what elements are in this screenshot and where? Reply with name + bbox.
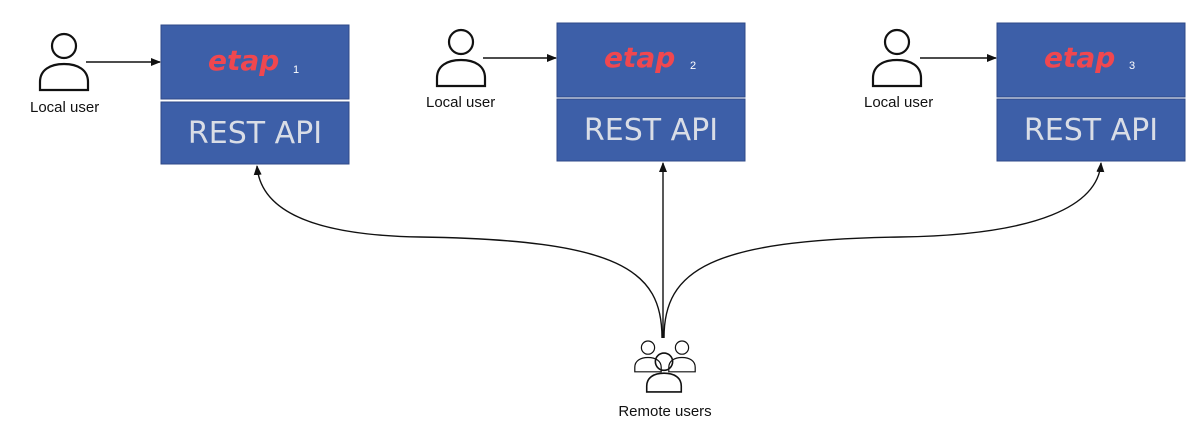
remote-arrow-node-1 — [253, 165, 663, 339]
etap-logo-text: etap — [208, 44, 279, 77]
etap-header-box — [996, 22, 1186, 98]
etap-header-box — [556, 22, 746, 98]
rest-api-label: REST API — [1024, 113, 1158, 148]
etap-logo-text: etap — [1044, 41, 1115, 74]
rest-api-label: REST API — [188, 116, 322, 151]
person-icon — [871, 28, 923, 88]
person-icon — [38, 32, 90, 92]
rest-api-label: REST API — [584, 113, 718, 148]
etap-node-1: etap 1 REST API — [160, 24, 350, 165]
users-group-icon — [634, 340, 696, 393]
etap-logo-text: etap — [604, 41, 675, 74]
node-index: 3 — [1129, 60, 1135, 72]
person-icon — [435, 28, 487, 88]
rest-api-box — [556, 98, 746, 162]
node-index: 1 — [293, 64, 299, 76]
remote-users-label: Remote users — [618, 403, 711, 420]
local-user-label: Local user — [30, 99, 99, 116]
rest-api-box — [996, 98, 1186, 162]
local-user-label: Local user — [864, 94, 933, 111]
rest-api-box — [160, 101, 350, 165]
etap-node-2: etap 2 REST API — [556, 22, 746, 162]
node-index: 2 — [690, 60, 696, 72]
remote-arrow-node-3 — [663, 162, 1105, 339]
etap-node-3: etap 3 REST API — [996, 22, 1186, 162]
etap-header-box — [160, 24, 350, 100]
local-user-label: Local user — [426, 94, 495, 111]
